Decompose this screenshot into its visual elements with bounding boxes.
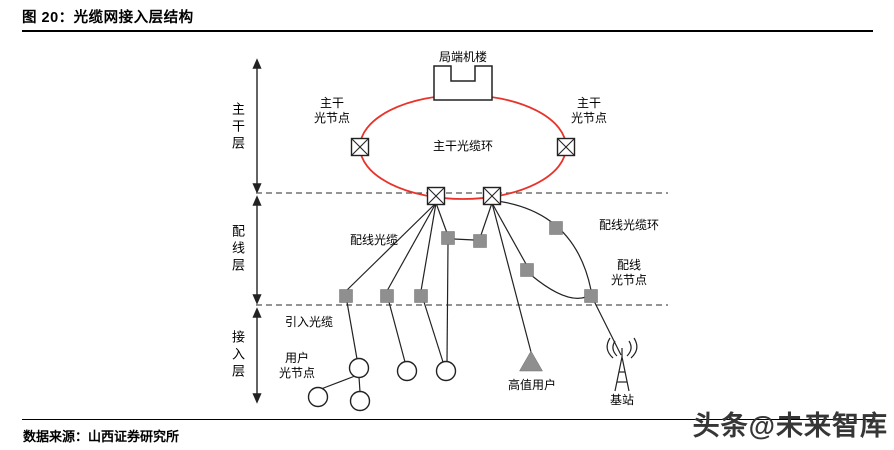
distribution-node-squares xyxy=(339,221,598,303)
backbone-node-box-bottom-left xyxy=(426,186,446,206)
bottom-rule xyxy=(22,419,873,420)
backbone-layer-label: 主干层 xyxy=(230,102,245,153)
layer-axis-arrows xyxy=(252,58,262,404)
backbone-ring-label: 主干光缆环 xyxy=(433,139,494,153)
backbone-node-box-right xyxy=(556,137,576,157)
distribution-node-label: 配线 光节点 xyxy=(602,258,656,289)
user-node-circles xyxy=(307,357,457,412)
user-node-label: 用户 光节点 xyxy=(275,351,319,382)
backbone-node-label-right: 主干 光节点 xyxy=(567,96,611,127)
cable-lines xyxy=(320,200,622,393)
backbone-node-label-left-line2: 光节点 xyxy=(313,111,350,126)
user-node-label-line1: 用户 xyxy=(284,351,309,365)
central-office-label: 局端机楼 xyxy=(439,50,488,64)
leadin-cable-label: 引入光缆 xyxy=(284,315,333,329)
backbone-node-label-left: 主干 光节点 xyxy=(310,96,354,127)
backbone-node-label-left-line1: 主干 xyxy=(319,96,344,110)
backbone-node-box-bottom-right xyxy=(482,186,502,206)
central-office-building-icon xyxy=(433,65,493,101)
distribution-ring-label: 配线光缆环 xyxy=(598,218,659,232)
distribution-node-label-line1: 配线 xyxy=(616,258,641,272)
distribution-layer-label: 配线层 xyxy=(230,224,245,275)
watermark-text: 头条@未来智库 xyxy=(692,411,888,441)
backbone-node-label-right-line2: 光节点 xyxy=(570,111,607,126)
base-station-label: 基站 xyxy=(609,393,634,407)
access-layer-label: 接入层 xyxy=(230,330,245,381)
backbone-node-box-left xyxy=(350,137,370,157)
high-value-user-label: 高值用户 xyxy=(507,378,556,392)
figure-title: 图 20：光缆网接入层结构 xyxy=(22,10,194,26)
high-value-user-triangle xyxy=(519,350,543,372)
distribution-node-label-line2: 光节点 xyxy=(610,273,647,288)
user-node-label-line2: 光节点 xyxy=(278,366,315,381)
base-station-icon xyxy=(606,337,638,392)
distribution-cable-label: 配线光缆 xyxy=(349,233,398,247)
backbone-node-label-right-line1: 主干 xyxy=(576,96,601,110)
top-rule xyxy=(22,30,873,32)
data-source-text: 数据来源：山西证券研究所 xyxy=(23,429,180,444)
